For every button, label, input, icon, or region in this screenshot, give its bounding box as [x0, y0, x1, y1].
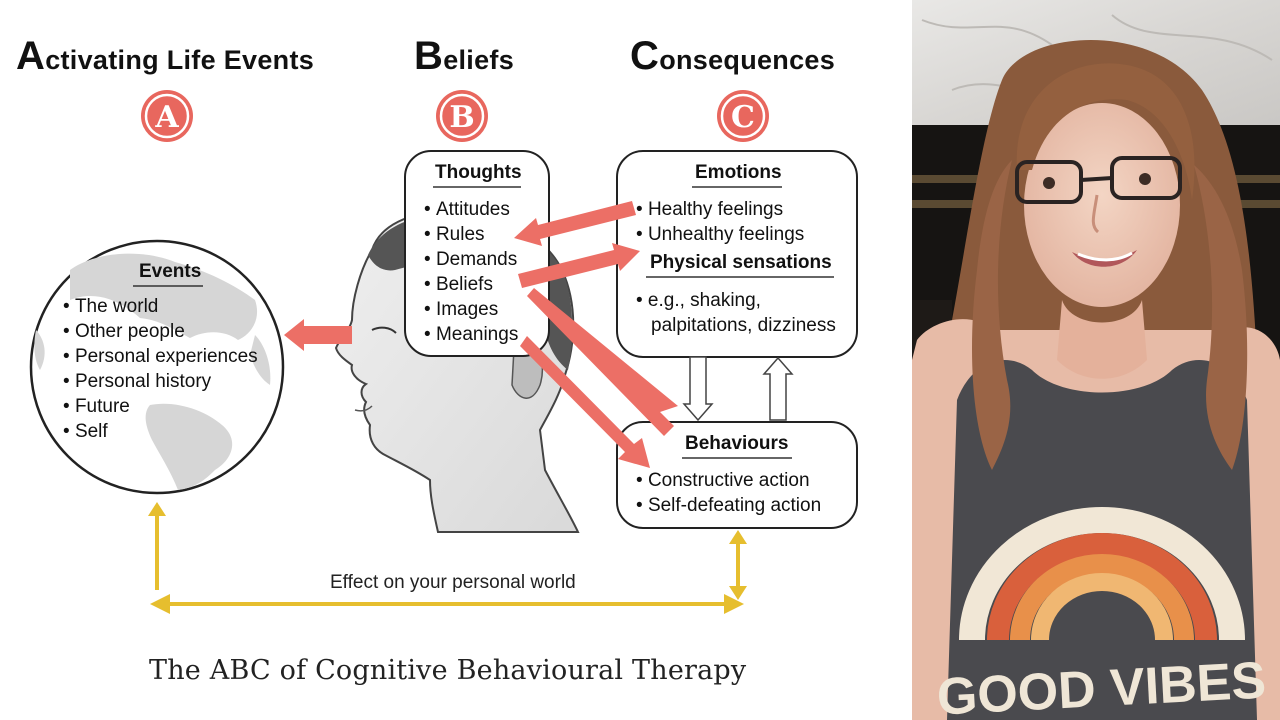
svg-text:C: C	[731, 100, 755, 135]
behaviours-title: Behaviours	[685, 433, 789, 454]
list-item: Personal experiences	[63, 344, 258, 369]
list-item: Unhealthy feelings	[636, 222, 804, 247]
emotions-list: Healthy feelings Unhealthy feelings	[636, 197, 804, 247]
red-arrows	[284, 201, 678, 468]
list-item: Images	[424, 297, 518, 322]
arrow-thoughts-to-emotions	[518, 243, 640, 288]
thoughts-list: Attitudes Rules Demands Beliefs Images M…	[424, 197, 518, 347]
column-title-b: Beliefs	[414, 34, 515, 78]
list-item: Future	[63, 394, 258, 419]
arrow-emotions-to-thoughts	[514, 201, 636, 246]
arrow-down-hollow	[682, 356, 714, 422]
events-list: The world Other people Personal experien…	[63, 294, 258, 444]
list-item: Constructive action	[636, 468, 821, 493]
list-item: Other people	[63, 319, 258, 344]
events-title: Events	[139, 261, 202, 282]
presenter-video: GOOD VIBES	[912, 0, 1280, 720]
list-item: The world	[63, 294, 258, 319]
diagram-caption: The ABC of Cognitive Behavioural Therapy	[149, 655, 747, 686]
thoughts-title: Thoughts	[435, 162, 522, 183]
list-item: Demands	[424, 247, 518, 272]
svg-text:A: A	[154, 100, 179, 135]
physical-sensations-line-1: • e.g., shaking,	[636, 290, 761, 311]
physical-sensations-title: Physical sensations	[650, 252, 832, 273]
list-item: Self	[63, 419, 258, 444]
list-item: Rules	[424, 222, 518, 247]
arrow-behaviours-to-beliefs	[527, 288, 678, 436]
list-item: Beliefs	[424, 272, 518, 297]
list-item: Self-defeating action	[636, 493, 821, 518]
list-item: Attitudes	[424, 197, 518, 222]
badge-b: B	[436, 90, 488, 142]
svg-text:B: B	[449, 100, 474, 135]
yellow-arrows	[148, 502, 747, 614]
webcam-feed: GOOD VIBES	[912, 0, 1280, 720]
arrow-to-events	[284, 319, 352, 351]
badge-a: A	[141, 90, 193, 142]
arrow-up-hollow	[762, 356, 794, 421]
column-title-a: Activating Life Events	[16, 34, 315, 78]
list-item: Meanings	[424, 322, 518, 347]
list-item: Personal history	[63, 369, 258, 394]
badge-c: C	[717, 90, 769, 142]
effect-label: Effect on your personal world	[330, 572, 576, 593]
arrow-meanings-to-behaviours	[520, 336, 650, 468]
behaviours-list: Constructive action Self-defeating actio…	[636, 468, 821, 518]
diagram-slide: A B C	[0, 0, 912, 720]
emotions-title: Emotions	[695, 162, 782, 183]
physical-sensations-line-2: palpitations, dizziness	[651, 315, 836, 336]
list-item: Healthy feelings	[636, 197, 804, 222]
column-title-c: Consequences	[630, 34, 836, 78]
